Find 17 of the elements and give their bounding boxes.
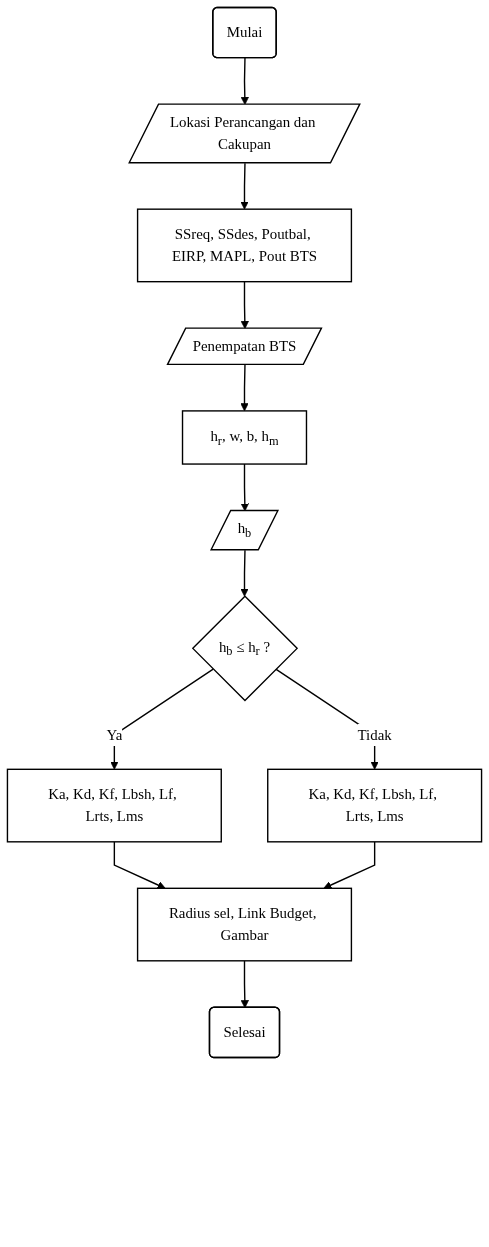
node-box: h$_{r}$, w, b, h$_{m}$ bbox=[181, 410, 308, 465]
arrow bbox=[240, 162, 249, 210]
arrow bbox=[113, 841, 166, 889]
edge-label: Tidak bbox=[357, 726, 392, 743]
node-box: SSreq, SSdes, Poutbal, EIRP, MAPL, Pout BTS bbox=[136, 208, 353, 283]
node-box: Ka, Kd, Kf, Lbsh, Lf, Lrts, Lms bbox=[6, 768, 222, 843]
edge-label: Ya bbox=[106, 726, 123, 743]
arrow bbox=[240, 281, 249, 329]
node-diamond: h$_{b}$ ≤ h$_{r}$ ? bbox=[191, 595, 299, 702]
arrow bbox=[240, 364, 249, 412]
arrow bbox=[240, 549, 249, 597]
arrow bbox=[323, 841, 376, 889]
arrow bbox=[240, 57, 249, 105]
arrow bbox=[240, 960, 249, 1009]
node-box: Ka, Kd, Kf, Lbsh, Lf, Lrts, Lms bbox=[267, 768, 483, 843]
node-box: Radius sel, Link Budget, Gambar bbox=[136, 887, 353, 962]
arrow bbox=[110, 668, 214, 770]
